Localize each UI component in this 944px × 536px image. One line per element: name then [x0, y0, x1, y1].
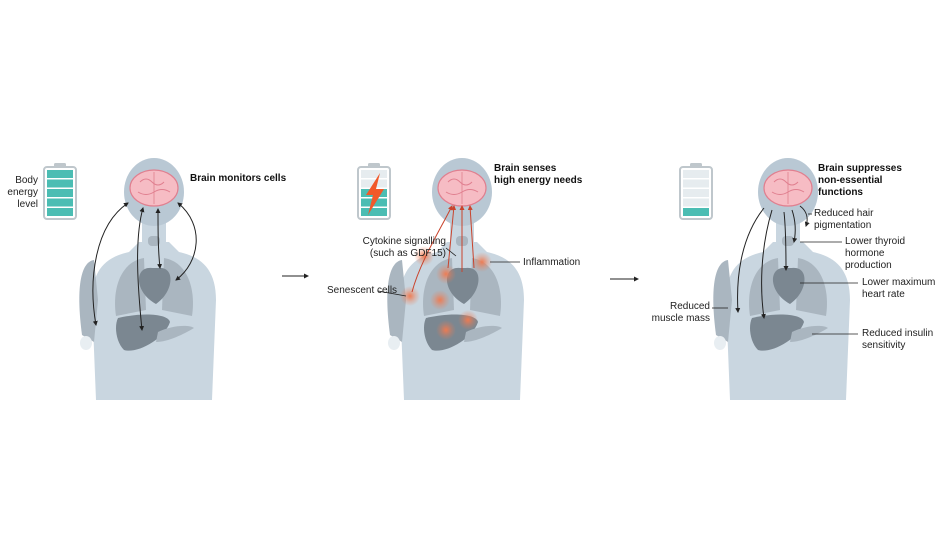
- p2-pancreas: [464, 325, 502, 342]
- p3-arrow-to-heart: [783, 211, 789, 271]
- p2-inflammation-spot-6: [458, 310, 478, 330]
- p1-pancreas: [156, 325, 194, 342]
- p2-inflammation-spot-4: [472, 252, 492, 272]
- p3-arrow-to-liver: [760, 209, 773, 319]
- p2-senescent-label: Senescent cells: [327, 285, 398, 296]
- p3-hair-label: Reduced hair pigmentation: [814, 208, 874, 231]
- p3-battery: [679, 163, 713, 220]
- p3-arm: [713, 260, 732, 342]
- p3-arrow-to-arm: [735, 207, 765, 313]
- p2-arm: [387, 260, 406, 342]
- p3-title: Brain suppresses non-essential functions: [818, 163, 902, 198]
- p1-lung-right: [162, 258, 193, 316]
- p1-title: Brain monitors cells: [190, 173, 287, 184]
- p2-elbow: [388, 336, 400, 350]
- p1-heart: [138, 267, 171, 304]
- p3-heart: [772, 267, 805, 304]
- p1-arrow-to-liver: [137, 207, 145, 331]
- p3-thyroid: [782, 236, 794, 246]
- p1-arrow-to-heart: [155, 208, 163, 269]
- p2-red-arrow-4: [467, 205, 475, 269]
- p3-battery-segment-2: [683, 198, 709, 207]
- p2-inflammation-label: Inflammation: [523, 257, 581, 268]
- p1-battery-segment-2: [47, 198, 73, 207]
- p2-inflammation-spot-5: [436, 320, 456, 340]
- p2-red-arrow-2: [447, 205, 457, 269]
- p3-battery-segment-5: [683, 170, 709, 178]
- p1-arrow-to-lung: [175, 202, 197, 281]
- p1-battery-segment-1: [47, 208, 73, 216]
- p3-arrow-to-thyroid: [791, 209, 798, 243]
- p1-liver: [116, 314, 170, 351]
- p1-figure: [79, 158, 216, 400]
- p2-title: Brain senses high energy needs: [494, 163, 583, 186]
- p3-pancreas: [790, 325, 828, 342]
- p2-battery: [357, 163, 391, 220]
- p2-inflammation-spot-2: [414, 246, 434, 266]
- p3-lung-left: [749, 258, 780, 316]
- p2-inflammation-spot-3: [430, 290, 450, 310]
- p1-elbow: [80, 336, 92, 350]
- p3-elbow: [714, 336, 726, 350]
- p1-arrow-to-arm: [92, 202, 129, 326]
- p2-cytokine-label: Cytokine signalling (such as GDF15): [362, 236, 446, 259]
- p2-red-arrow-1: [411, 205, 453, 293]
- p2-inflammation-spot-7: [400, 286, 420, 306]
- p3-muscle-label: Reduced muscle mass: [651, 301, 710, 324]
- p2-leader-senescent: [377, 290, 407, 297]
- p3-insulin-label: Reduced insulin sensitivity: [862, 328, 934, 351]
- p3-thyroid-label: Lower thyroid hormone production: [845, 236, 906, 271]
- p2-inflammation-spot-1: [436, 264, 456, 284]
- p2-figure: [387, 158, 524, 400]
- p1-battery: [43, 163, 77, 220]
- p2-battery-bolt: [366, 173, 384, 215]
- p2-battery-segment-1: [361, 208, 387, 216]
- p3-battery-segment-3: [683, 189, 709, 197]
- p2-battery-segment-5: [361, 170, 387, 178]
- p3-lung-right: [796, 258, 827, 316]
- p3-figure: [713, 158, 850, 400]
- p2-lung-right: [470, 258, 501, 316]
- p3-heart-label: Lower maximum heart rate: [862, 277, 936, 300]
- p3-liver: [750, 314, 804, 351]
- p1-battery-segment-5: [47, 170, 73, 178]
- p3-arrow-to-hair: [799, 205, 810, 227]
- p3-battery-segment-1: [683, 208, 709, 216]
- p1-battery-label: Body energy level: [7, 175, 38, 210]
- p1-battery-segment-3: [47, 189, 73, 197]
- p2-leader-cytokine: [445, 247, 457, 257]
- p3-battery-segment-4: [683, 179, 709, 188]
- p1-battery-segment-4: [47, 179, 73, 188]
